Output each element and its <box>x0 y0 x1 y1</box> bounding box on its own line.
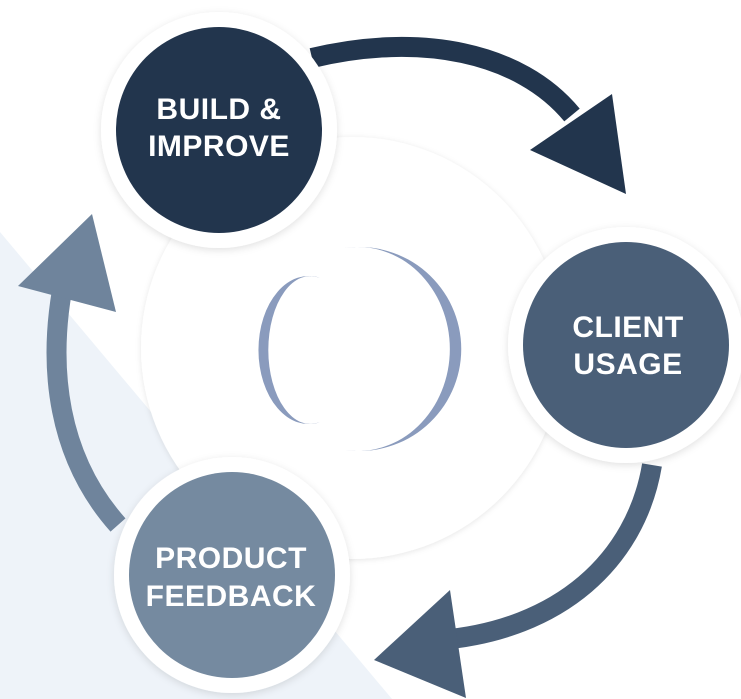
arrow-client-to-feedback-icon <box>374 463 662 698</box>
node-build-improve-line2: IMPROVE <box>148 130 290 163</box>
node-product-feedback: PRODUCT FEEDBACK <box>114 457 350 693</box>
node-client-usage: CLIENT USAGE <box>508 227 741 463</box>
crescent-logo-icon <box>258 247 462 451</box>
node-build-improve-line1: BUILD & <box>156 93 281 126</box>
node-build-improve: BUILD & IMPROVE <box>101 12 337 248</box>
arrow-build-to-client-icon <box>309 36 626 194</box>
node-client-usage-line2: USAGE <box>573 348 682 381</box>
node-build-improve-disc <box>116 27 322 233</box>
node-client-usage-disc <box>523 242 729 448</box>
arrow-feedback-to-build-icon <box>18 214 126 532</box>
node-client-usage-line1: CLIENT <box>572 311 683 344</box>
node-product-feedback-line2: FEEDBACK <box>146 580 317 613</box>
node-product-feedback-disc <box>129 472 335 678</box>
node-product-feedback-line1: PRODUCT <box>155 542 307 575</box>
